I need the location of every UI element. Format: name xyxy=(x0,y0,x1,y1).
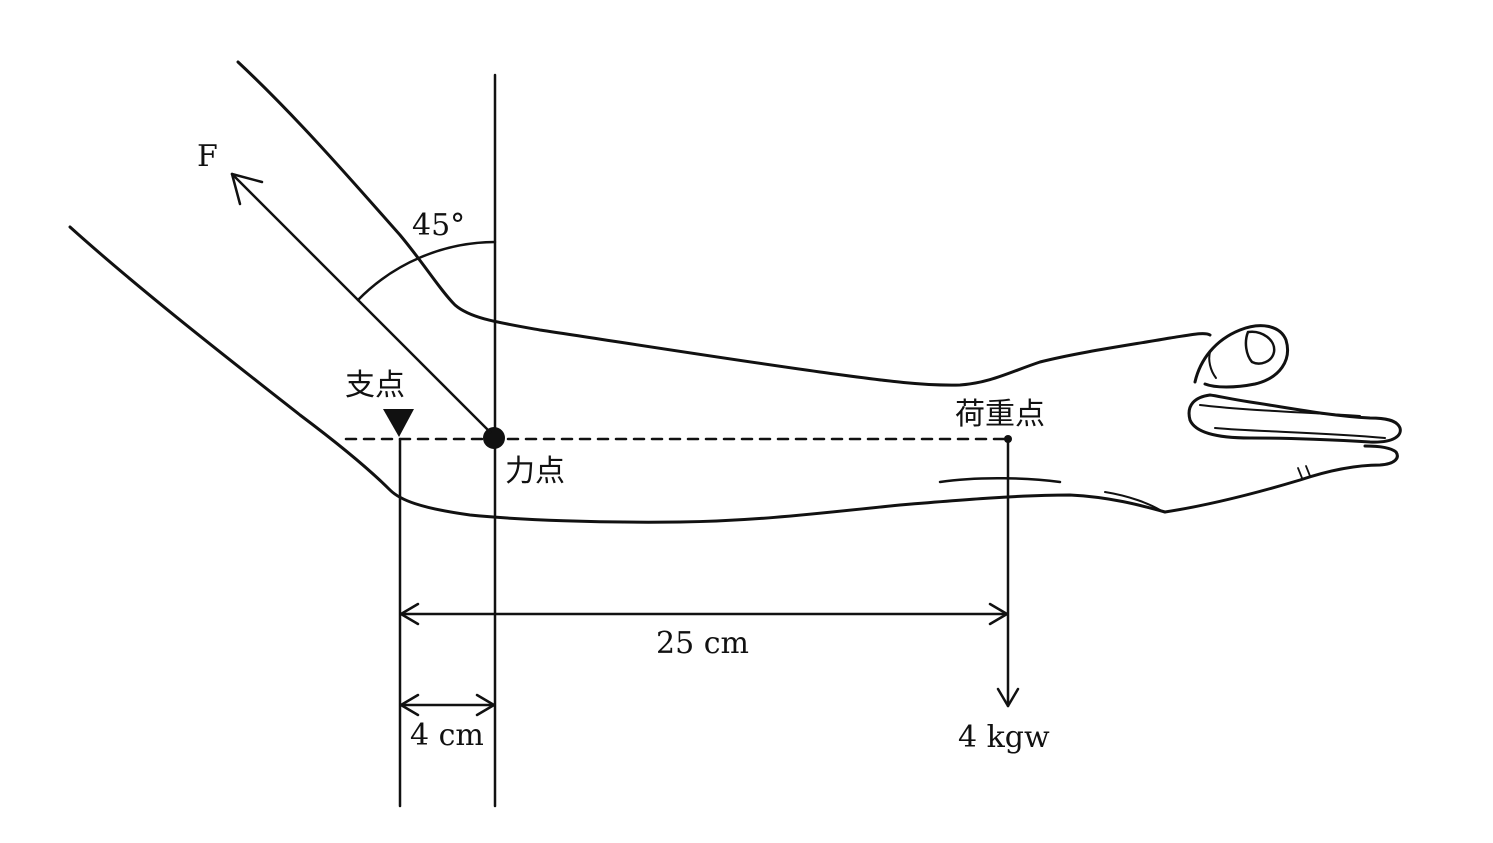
force-arrow-head-icon xyxy=(230,172,264,206)
angle-arc xyxy=(356,240,497,302)
load-arrow-head-icon xyxy=(996,687,1020,708)
upper-arm-bottom-outline xyxy=(68,225,1167,524)
short-dimension-arrow xyxy=(399,693,496,717)
load-weight-label: 4 kgw xyxy=(958,720,1050,755)
palm-bottom-outline xyxy=(1163,444,1399,514)
load-point-label: 荷重点 xyxy=(955,397,1045,432)
finger-line-2 xyxy=(1214,427,1386,439)
thumb-nail xyxy=(1244,330,1276,365)
force-label: F xyxy=(197,139,218,174)
palm-crease xyxy=(1104,491,1161,511)
short-dimension-left-arrowhead-icon xyxy=(399,693,420,717)
long-dimension-left-arrowhead-icon xyxy=(399,602,420,626)
fulcrum-label: 支点 xyxy=(345,368,405,403)
force-arrow xyxy=(230,172,492,434)
effort-point-dot xyxy=(483,427,505,449)
load-arrow xyxy=(996,440,1020,708)
long-dimension-arrow xyxy=(399,602,1009,626)
force-arrow-shaft xyxy=(230,172,492,434)
arm-drawing xyxy=(68,60,1402,524)
fingers-outline xyxy=(1187,393,1402,444)
upper-arm-top-outline xyxy=(236,60,1212,387)
load-point-dot xyxy=(1004,435,1012,443)
angle-label: 45° xyxy=(412,208,465,243)
effort-point-label: 力点 xyxy=(505,454,565,489)
finger-knuckle-marks xyxy=(1297,465,1311,479)
thumb-crease xyxy=(1208,351,1217,379)
long-distance-label: 25 cm xyxy=(656,626,749,661)
short-distance-label: 4 cm xyxy=(410,718,484,753)
finger-line-1 xyxy=(1199,404,1361,417)
fulcrum-triangle-icon xyxy=(383,409,414,437)
thumb-outline xyxy=(1193,324,1289,389)
wrist-crease xyxy=(938,476,1062,484)
short-dimension-right-arrowhead-icon xyxy=(475,693,496,717)
